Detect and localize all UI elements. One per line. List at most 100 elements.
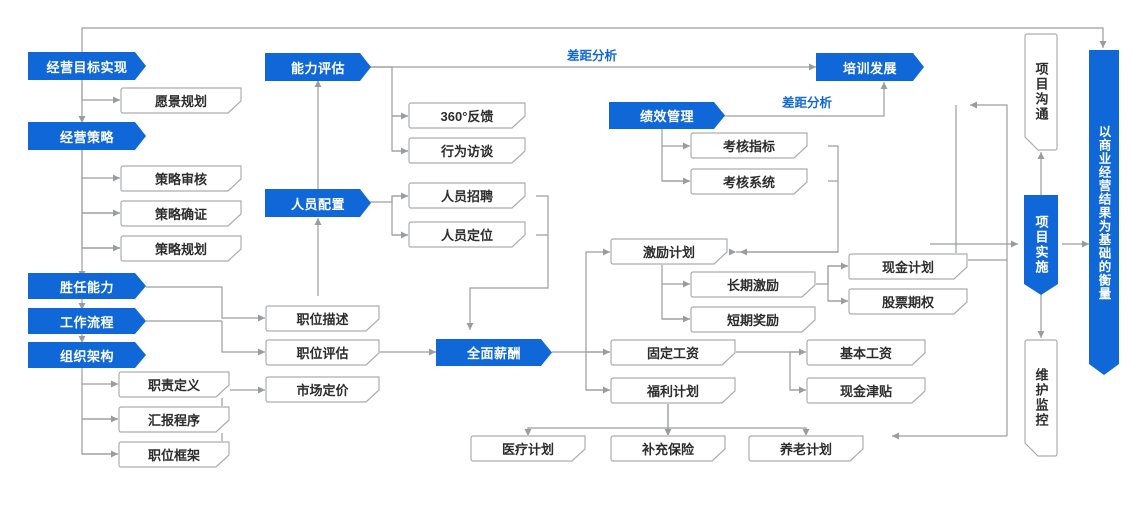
node-label: 360°反馈 — [440, 109, 494, 124]
node-total-comp[interactable]: 全面薪酬 — [436, 339, 552, 366]
node-label: 养老计划 — [779, 442, 832, 457]
node-recruitment[interactable]: 人员招聘 — [408, 182, 526, 209]
box-outline — [806, 339, 926, 366]
node-label: 项目实施 — [1033, 215, 1049, 275]
node-label: 以商业经营结果为基础的衡量 — [1096, 124, 1111, 301]
node-market-price[interactable]: 市场定价 — [265, 376, 380, 403]
box-outline — [848, 253, 968, 280]
node-label: 愿景规划 — [154, 94, 207, 109]
box-outline — [690, 271, 816, 298]
node-job-eval[interactable]: 职位评估 — [265, 339, 380, 366]
node-cash-allowance[interactable]: 现金津贴 — [806, 377, 926, 404]
box-outline — [120, 235, 242, 262]
node-staffing[interactable]: 人员配置 — [265, 189, 371, 217]
node-supp-insurance[interactable]: 补充保险 — [610, 435, 726, 462]
node-label: 现金计划 — [881, 260, 934, 275]
node-label: 维护监控 — [1033, 368, 1049, 428]
box-outline — [470, 435, 586, 462]
box-outline — [265, 305, 380, 332]
node-duty-def[interactable]: 职责定义 — [118, 371, 230, 398]
node-label: 职位描述 — [296, 312, 349, 327]
box-outline — [118, 371, 230, 398]
node-long-incentive[interactable]: 长期激励 — [690, 271, 816, 298]
node-perf-mgmt[interactable]: 绩效管理 — [609, 102, 725, 129]
node-label: 工作流程 — [59, 314, 114, 330]
node-org-structure[interactable]: 组织架构 — [28, 342, 146, 368]
node-label: 职位评估 — [296, 346, 349, 361]
node-appraisal-sys[interactable]: 考核系统 — [690, 168, 808, 195]
box-outline — [748, 435, 864, 462]
node-label: 人员配置 — [290, 196, 345, 212]
node-strategy-plan[interactable]: 策略规划 — [120, 235, 242, 262]
box-outline — [610, 377, 736, 404]
node-feedback-360[interactable]: 360°反馈 — [408, 102, 526, 129]
caption-gap-analysis-top: 差距分析 — [567, 49, 618, 63]
node-stock-option[interactable]: 股票期权 — [848, 288, 968, 315]
box-outline — [120, 200, 242, 227]
node-biz-strategy[interactable]: 经营策略 — [28, 122, 146, 150]
box-outline — [610, 238, 728, 265]
node-job-framework[interactable]: 职位框架 — [118, 441, 230, 468]
node-label: 现金津贴 — [839, 384, 892, 399]
node-label: 行为访谈 — [440, 144, 493, 159]
box-outline — [408, 137, 526, 164]
node-label: 长期激励 — [726, 278, 779, 293]
node-label: 补充保险 — [641, 442, 694, 457]
node-label: 胜任能力 — [59, 279, 114, 295]
node-capability-eval[interactable]: 能力评估 — [265, 53, 371, 81]
box-outline — [690, 306, 816, 333]
box-outline — [610, 339, 736, 366]
node-pension-plan[interactable]: 养老计划 — [748, 435, 864, 462]
node-strategy-confirm[interactable]: 策略确证 — [120, 200, 242, 227]
node-label: 绩效管理 — [639, 109, 694, 124]
node-medical-plan[interactable]: 医疗计划 — [470, 435, 586, 462]
node-label: 职责定义 — [147, 378, 200, 393]
node-positioning[interactable]: 人员定位 — [408, 221, 526, 248]
node-label: 组织架构 — [59, 348, 114, 364]
node-biz-goal[interactable]: 经营目标实现 — [28, 52, 146, 80]
node-proj-impl[interactable]: 项目实施 — [1024, 195, 1058, 295]
node-proj-comm[interactable]: 项目沟通 — [1024, 33, 1058, 151]
node-strategy-review[interactable]: 策略审核 — [120, 165, 242, 192]
box-outline — [120, 87, 242, 114]
node-incentive-plan[interactable]: 激励计划 — [610, 238, 728, 265]
node-training-dev[interactable]: 培训发展 — [816, 53, 924, 81]
node-competency[interactable]: 胜任能力 — [28, 273, 146, 299]
box-outline — [118, 441, 230, 468]
node-label: 人员招聘 — [440, 189, 493, 204]
node-label: 考核指标 — [722, 139, 775, 154]
node-label: 汇报程序 — [147, 413, 200, 428]
node-label: 培训发展 — [842, 60, 897, 76]
box-outline — [1024, 339, 1058, 457]
box-outline — [120, 165, 242, 192]
node-label: 项目沟通 — [1033, 62, 1049, 122]
node-measure[interactable]: 以商业经营结果为基础的衡量 — [1089, 50, 1119, 375]
node-vision-plan[interactable]: 愿景规划 — [120, 87, 242, 114]
node-label: 经营目标实现 — [46, 59, 128, 75]
box-outline — [848, 288, 968, 315]
node-base-salary[interactable]: 基本工资 — [806, 339, 926, 366]
node-label: 福利计划 — [646, 384, 699, 399]
node-kpi[interactable]: 考核指标 — [690, 132, 808, 159]
node-label: 激励计划 — [642, 245, 695, 260]
node-label: 经营策略 — [59, 129, 114, 145]
box-outline — [408, 102, 526, 129]
node-benefit-plan[interactable]: 福利计划 — [610, 377, 736, 404]
box-outline — [806, 377, 926, 404]
node-workflow[interactable]: 工作流程 — [28, 308, 146, 334]
node-label: 短期奖励 — [726, 313, 779, 328]
node-behavior-interview[interactable]: 行为访谈 — [408, 137, 526, 164]
node-label: 固定工资 — [646, 346, 699, 361]
caption-gap-analysis-mid: 差距分析 — [782, 96, 833, 110]
node-label: 考核系统 — [722, 175, 775, 190]
box-outline — [265, 376, 380, 403]
node-report-proc[interactable]: 汇报程序 — [118, 406, 230, 433]
node-job-desc[interactable]: 职位描述 — [265, 305, 380, 332]
node-label: 策略审核 — [154, 172, 207, 187]
box-outline — [265, 339, 380, 366]
node-cash-plan[interactable]: 现金计划 — [848, 253, 968, 280]
node-maintenance[interactable]: 维护监控 — [1024, 339, 1058, 457]
node-fixed-salary[interactable]: 固定工资 — [610, 339, 736, 366]
node-short-incentive[interactable]: 短期奖励 — [690, 306, 816, 333]
